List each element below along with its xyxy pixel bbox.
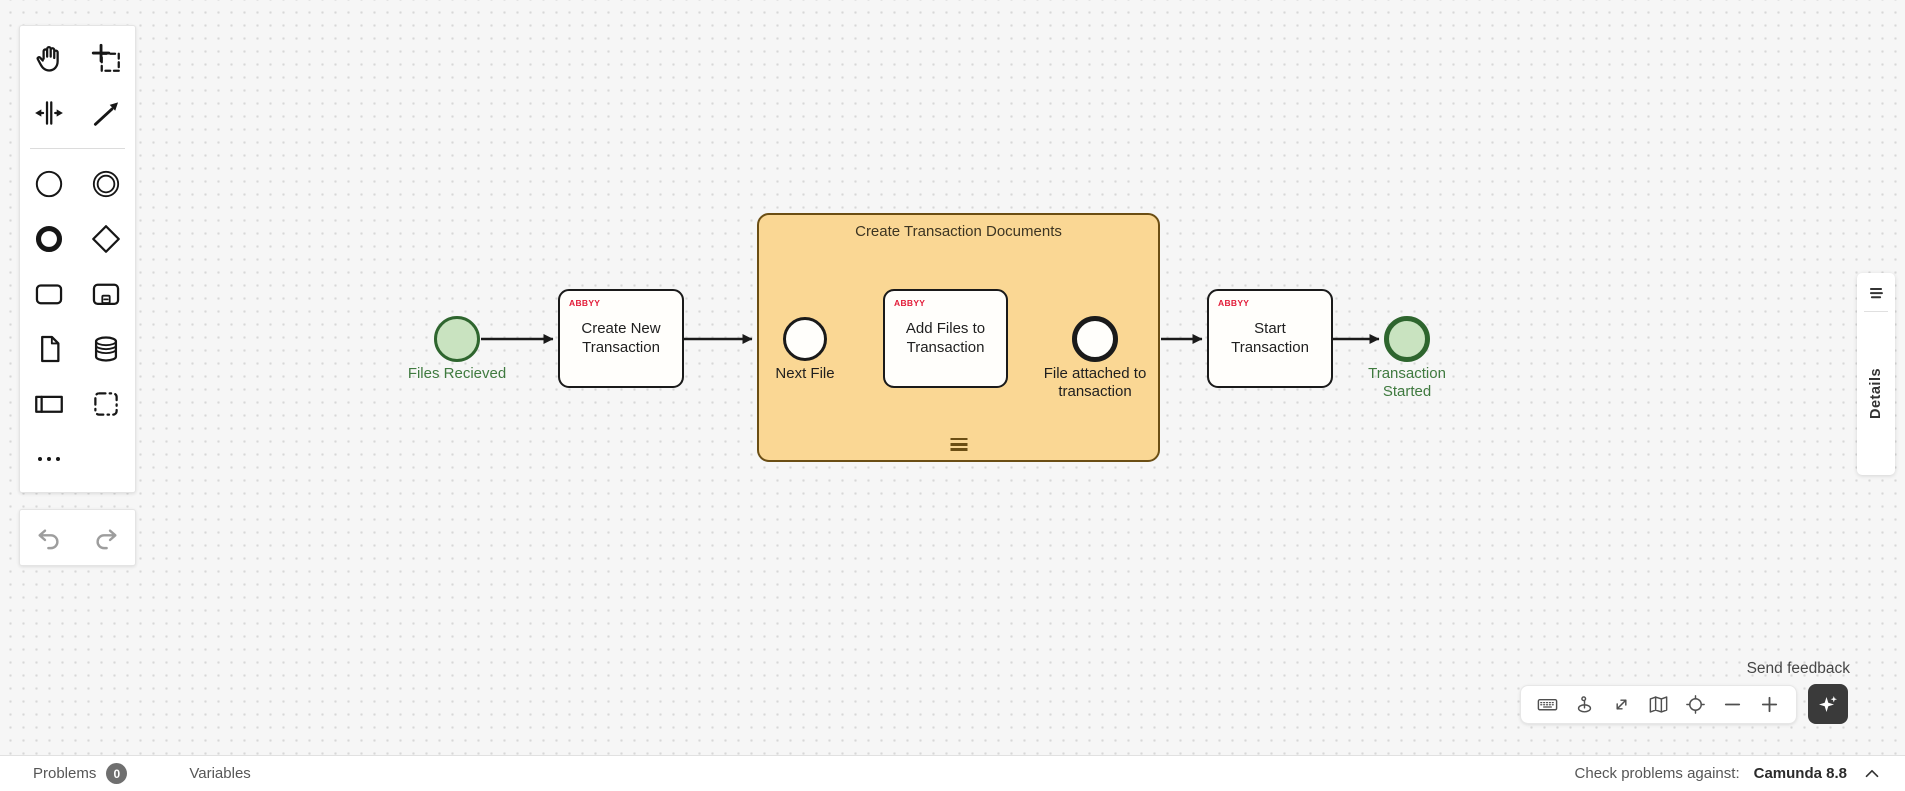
token-simulation-button[interactable] [1571,692,1597,718]
ellipsis-icon [37,457,60,461]
variables-tab[interactable]: Variables [189,765,250,782]
create-data-store-button[interactable] [83,326,129,372]
resize-diagonal-icon [1616,699,1627,710]
subprocess-icon [93,283,120,306]
task-label: Add Files to Transaction [905,320,986,356]
properties-list-icon [1869,287,1883,299]
plus-icon [1762,696,1778,713]
bpmn-task-add-files-to-transaction[interactable]: ABBYY Add Files to Transaction [883,289,1008,388]
create-start-event-button[interactable] [26,161,72,207]
data-object-icon [40,335,60,363]
hand-icon [36,46,59,72]
status-bar: Problems 0 Variables Check problems agai… [0,755,1905,791]
undo-button[interactable] [33,522,65,554]
ai-assistant-button[interactable] [1808,684,1848,724]
send-feedback-link[interactable]: Send feedback [1746,660,1850,677]
task-icon [35,284,62,305]
variables-label: Variables [189,765,251,782]
abbyy-logo: ABBYY [1218,298,1250,308]
create-subprocess-button[interactable] [83,271,129,317]
details-tab-label: Details [1868,367,1884,420]
details-panel-toggle[interactable]: Details [1857,273,1895,475]
label-transaction-started: Transaction Started [1368,365,1446,400]
minimap-toggle-button[interactable] [1645,692,1671,718]
participant-icon [34,395,63,413]
diagram-canvas[interactable]: Create Transaction Documents ABBYY Creat… [0,0,1905,755]
keyboard-shortcuts-button[interactable] [1534,692,1560,718]
end-event-icon [35,225,62,253]
data-store-icon [95,336,118,362]
bpmn-end-event-file-attached[interactable] [1072,316,1118,362]
start-event-icon [35,170,62,198]
joystick-icon [1577,696,1591,713]
create-end-event-button[interactable] [26,216,72,262]
fit-viewport-button[interactable] [1608,692,1634,718]
bpmn-task-start-transaction[interactable]: ABBYY Start Transaction [1207,289,1333,388]
subprocess-title: Create Transaction Documents [855,223,1062,240]
create-data-object-button[interactable] [26,326,72,372]
create-participant-button[interactable] [26,381,72,427]
problems-count-badge: 0 [106,763,128,784]
bpmn-end-event-transaction-started[interactable] [1384,316,1430,362]
space-tool-icon [34,101,63,125]
abbyy-logo: ABBYY [894,298,926,308]
map-icon [1649,696,1668,713]
gateway-icon [92,225,121,253]
history-controls [19,509,136,566]
sequential-multi-instance-marker-icon [950,437,967,451]
reset-view-button[interactable] [1683,692,1709,718]
sparkles-icon [1819,696,1837,712]
bpmn-task-create-new-transaction[interactable]: ABBYY Create New Transaction [558,289,684,388]
canvas-toolbar [1520,685,1797,724]
global-connect-tool-button[interactable] [83,90,129,136]
chevron-up-icon[interactable] [1861,763,1883,785]
create-intermediate-event-button[interactable] [83,161,129,207]
group-icon [94,392,119,416]
label-file-attached: File attached to transaction [1043,365,1147,400]
bpmn-start-event-next-file[interactable] [783,317,827,361]
abbyy-logo: ABBYY [569,298,601,308]
zoom-in-button[interactable] [1757,692,1783,718]
task-label: Start Transaction [1231,320,1309,356]
redo-button[interactable] [90,522,122,554]
check-problems-label: Check problems against: [1574,765,1740,782]
palette [19,25,136,493]
lasso-tool-button[interactable] [83,35,129,81]
divider [1864,311,1888,312]
crosshair-icon [1686,695,1705,714]
more-tools-button[interactable] [26,436,72,482]
space-tool-button[interactable] [26,90,72,136]
connect-arrow-icon [94,102,119,126]
keyboard-icon [1537,698,1557,711]
create-group-button[interactable] [83,381,129,427]
create-gateway-button[interactable] [83,216,129,262]
intermediate-event-icon [93,170,120,198]
label-files-received: Files Recieved [407,365,507,382]
problems-label: Problems [33,765,97,782]
zoom-out-button[interactable] [1720,692,1746,718]
engine-version-selector[interactable]: Camunda 8.8 [1753,765,1847,782]
task-label: Create New Transaction [581,320,661,356]
minus-icon [1725,703,1741,706]
lasso-icon [92,43,121,72]
create-task-button[interactable] [26,271,72,317]
palette-separator [30,148,125,149]
hand-tool-button[interactable] [26,35,72,81]
bpmn-start-event-files-received[interactable] [434,316,480,362]
problems-tab[interactable]: Problems 0 [33,763,128,784]
label-next-file: Next File [775,365,835,382]
